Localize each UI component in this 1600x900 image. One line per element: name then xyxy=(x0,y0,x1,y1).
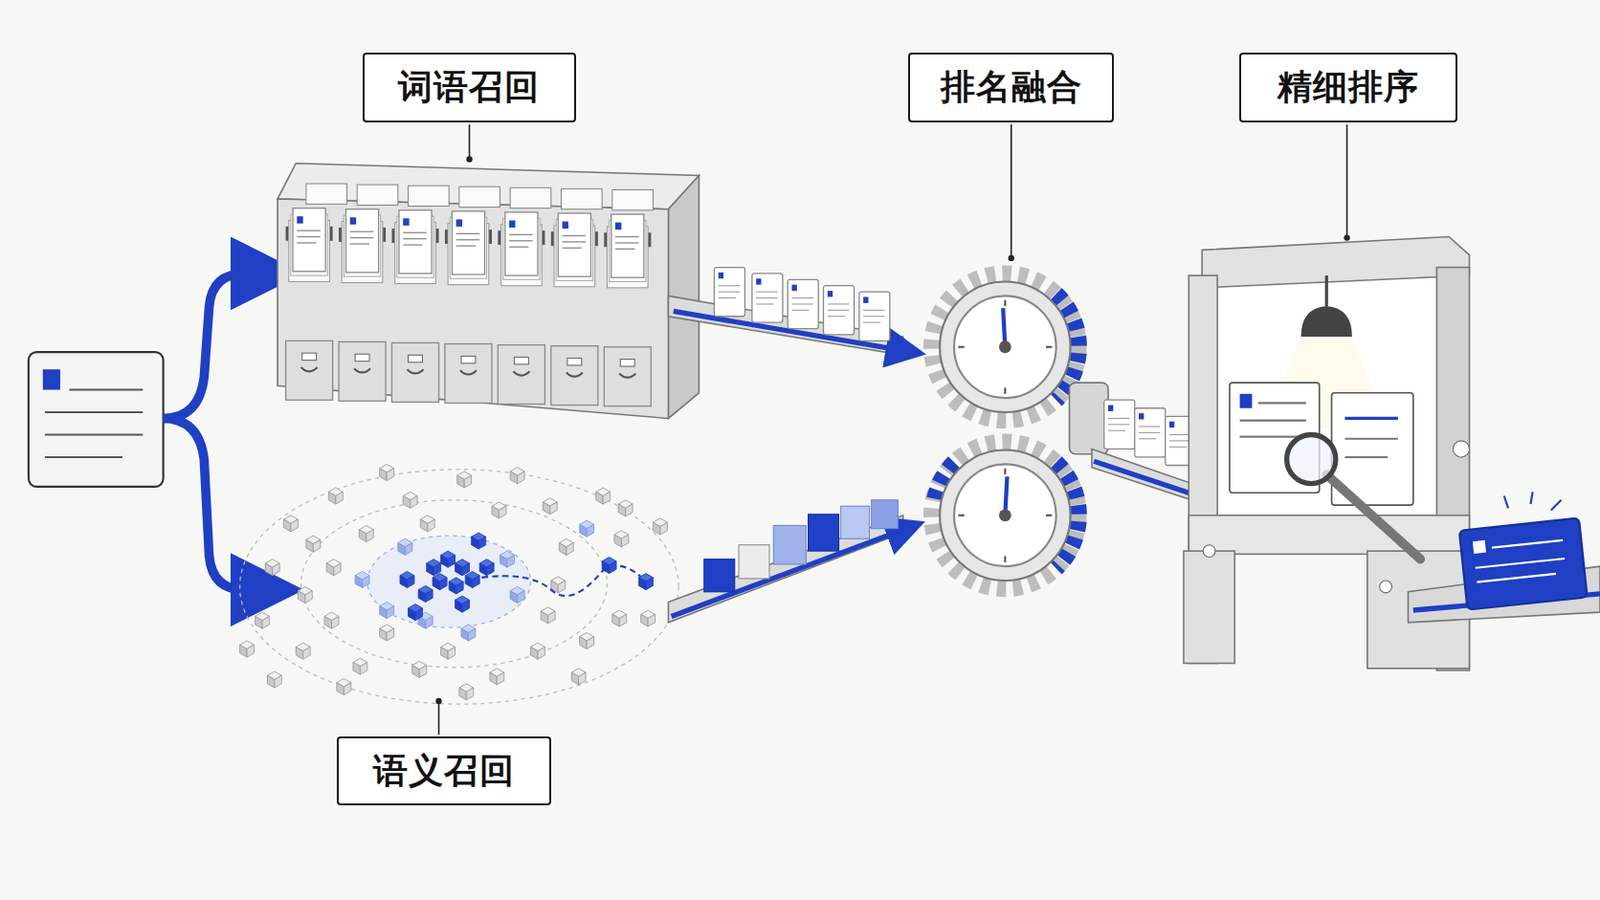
callout-box: 排名融合 xyxy=(908,52,1114,123)
callout-box: 词语召回 xyxy=(362,52,578,123)
callout-box: 语义召回 xyxy=(336,736,552,807)
callout-text: 词语召回 xyxy=(398,64,540,112)
callout-text: 语义召回 xyxy=(373,748,515,796)
callout-text: 精细排序 xyxy=(1277,64,1420,112)
callout-text: 排名融合 xyxy=(940,64,1083,112)
callout-box: 精细排序 xyxy=(1239,52,1458,123)
